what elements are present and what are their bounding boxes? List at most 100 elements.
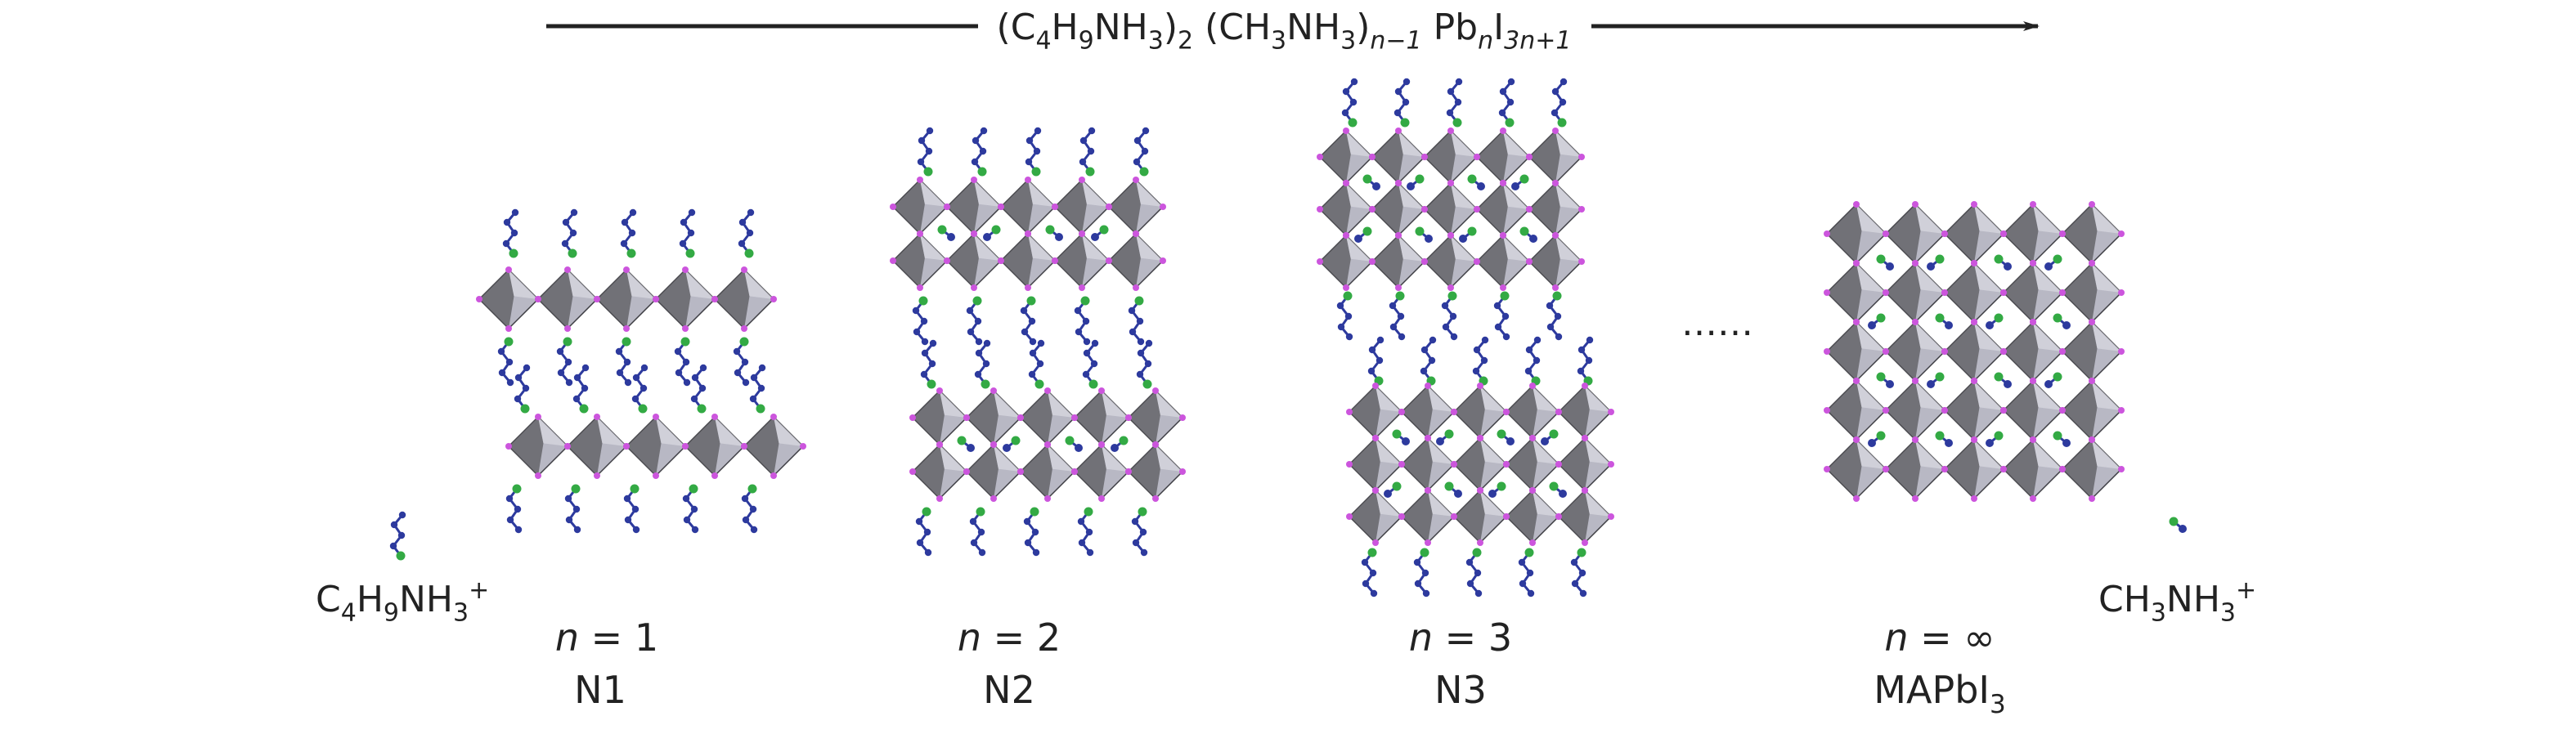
methylammonium-molecule [1994, 372, 2012, 388]
methylammonium-molecule [2044, 372, 2062, 388]
pbi6-octahedron [1555, 383, 1614, 441]
pbi6-octahedron [2059, 378, 2125, 443]
text-segment: 3 [1148, 26, 1164, 55]
butylammonium-molecule [1079, 127, 1096, 177]
pbi6-octahedron [1526, 180, 1585, 239]
methylammonium-molecule [1935, 431, 1953, 447]
pbi6-octahedron [2000, 260, 2066, 325]
text-segment: (CH [1193, 7, 1271, 48]
perovskite-slab [1346, 383, 1614, 546]
text-segment: NH [1286, 7, 1340, 48]
pbi6-octahedron [1883, 319, 1948, 384]
perovskite-slab [909, 387, 1186, 502]
butylammonium-molecule [690, 364, 707, 414]
butylammonium-molecule [1518, 548, 1535, 597]
pbi6-octahedron [2059, 319, 2125, 384]
methylammonium-molecule [2169, 517, 2187, 533]
text-segment: 9 [384, 598, 399, 627]
pbi6-octahedron [2000, 436, 2066, 502]
text-segment: NH [2166, 579, 2220, 620]
text-segment: NH [1094, 7, 1148, 48]
butylammonium-molecule [1133, 127, 1150, 177]
pbi6-octahedron [1052, 177, 1112, 237]
butylammonium-molecule [631, 364, 648, 414]
pbi6-octahedron [1526, 128, 1585, 186]
butylammonium-molecule [497, 337, 514, 387]
methylammonium-molecule [983, 225, 1001, 241]
pbi6-octahedron [1883, 201, 1948, 266]
pbi6-octahedron [1526, 232, 1585, 291]
butylammonium-molecule [1028, 339, 1045, 389]
text-segment: Pb [1422, 7, 1478, 48]
butylammonium-molecule [623, 484, 640, 534]
pbi6-octahedron [2059, 260, 2125, 325]
pbi6-octahedron [564, 414, 630, 479]
methylammonium-molecule [1876, 254, 1894, 271]
pbi6-octahedron [2000, 319, 2066, 384]
butylammonium-molecule [1025, 127, 1042, 177]
perovskite-slab [1824, 201, 2125, 502]
text-segment: 3 [453, 598, 469, 627]
text-segment: (C [997, 7, 1036, 48]
text-segment: N1 [574, 668, 626, 712]
butylammonium-molecule [969, 507, 986, 557]
pbi6-octahedron [1317, 232, 1376, 291]
pbi6-octahedron [1474, 232, 1533, 291]
pbi6-octahedron [535, 266, 600, 332]
structure-name-mapbi3: MAPbI3 [1874, 668, 2005, 719]
text-segment: H [1052, 7, 1079, 48]
pbi6-octahedron [1106, 177, 1166, 237]
structure-name-n1: N1 [574, 668, 626, 712]
pbi6-octahedron [909, 441, 970, 502]
butylammonium-molecule [1074, 296, 1091, 346]
text-segment: n [1884, 615, 1908, 660]
n-label-n1: n = 1 [555, 615, 658, 660]
n-label-n2: n = 2 [958, 615, 1061, 660]
methylammonium-molecule [1868, 431, 1886, 447]
text-segment: + [2236, 576, 2256, 605]
butylammonium-molecule [912, 296, 929, 346]
cation-molecules [389, 511, 2187, 561]
structure-n2 [890, 127, 1186, 557]
methylammonium-molecule [1444, 481, 1462, 498]
pbi6-octahedron [1941, 260, 2007, 325]
pbi6-octahedron [2059, 436, 2125, 502]
butylammonium-molecule [1472, 336, 1489, 386]
pbi6-octahedron [944, 230, 1004, 291]
butylammonium-molecule [1524, 336, 1542, 386]
methylammonium-molecule [2053, 313, 2071, 329]
pbi6-octahedron [594, 266, 659, 332]
methylammonium-molecule [1876, 372, 1894, 388]
methylammonium-molecule [937, 225, 955, 241]
methylammonium-molecule [1003, 436, 1021, 452]
methylammonium-molecule [1868, 313, 1886, 329]
perovskite-slab [1317, 128, 1585, 291]
butylammonium-molecule [620, 208, 637, 258]
structure-mapbi3 [1824, 201, 2125, 502]
structure-name-n3: N3 [1434, 668, 1487, 712]
pbi6-octahedron [1824, 201, 1889, 266]
butylammonium-molecule [1393, 78, 1411, 128]
butylammonium-molecule [1077, 507, 1094, 557]
pbi6-octahedron [998, 230, 1058, 291]
n-label-infinity: n = ∞ [1884, 615, 1995, 660]
text-segment: n [958, 615, 981, 660]
pbi6-octahedron [890, 230, 950, 291]
pbi6-octahedron [1941, 378, 2007, 443]
text-segment: = 3 [1433, 615, 1512, 660]
text-segment: 4 [341, 598, 357, 627]
pbi6-octahedron [1883, 436, 1948, 502]
methylammonium-molecule [1994, 254, 2012, 271]
pbi6-octahedron [1421, 128, 1480, 186]
structure-n1 [476, 208, 806, 534]
pbi6-octahedron [1941, 319, 2007, 384]
pbi6-octahedron [890, 177, 950, 237]
butylammonium-molecule [1446, 78, 1463, 128]
pbi6-octahedron [1346, 435, 1405, 494]
pbi6-octahedron [711, 266, 777, 332]
methylammonium-molecule [957, 436, 975, 452]
text-segment: = 2 [981, 615, 1061, 660]
butylammonium-molecule [1020, 296, 1037, 346]
text-segment: 2 [1178, 26, 1193, 55]
butylammonium-molecule [1128, 296, 1145, 346]
